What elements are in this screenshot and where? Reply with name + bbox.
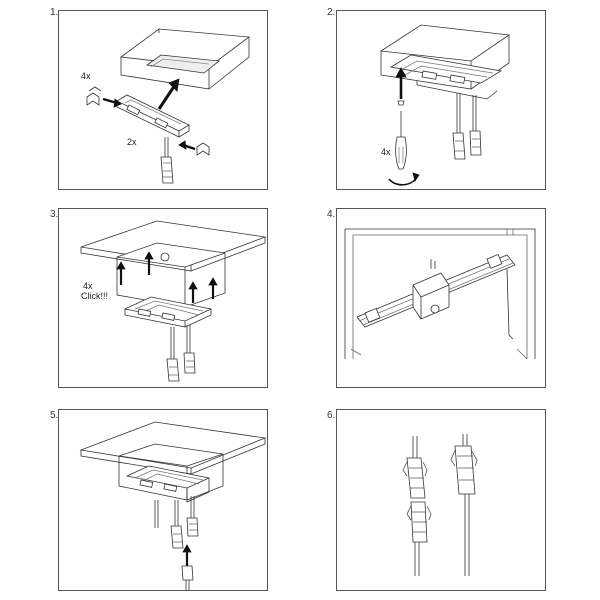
step-1-number: 1. xyxy=(50,7,59,18)
connector xyxy=(183,352,196,374)
connector xyxy=(186,517,199,537)
insert-arrow xyxy=(157,84,177,110)
connector-right xyxy=(454,445,476,495)
step-6-number: 6. xyxy=(327,410,336,421)
step-5-number: 5. xyxy=(50,410,59,421)
connector xyxy=(181,565,194,581)
housing-box xyxy=(379,24,511,62)
step-3-count-label: 4x xyxy=(83,281,93,291)
clip-left xyxy=(86,92,100,106)
step-3-illustration xyxy=(80,220,267,382)
step-5-illustration xyxy=(79,421,267,590)
step-5-panel xyxy=(58,409,268,591)
connector xyxy=(166,358,180,382)
connector xyxy=(160,156,174,184)
step-1-clips-label: 4x xyxy=(81,71,91,81)
step-4-illustration xyxy=(344,228,536,360)
screw xyxy=(397,100,405,106)
step-6-illustration xyxy=(402,434,478,576)
step-1-connectors-label: 2x xyxy=(127,137,137,147)
step-2-panel: 4x xyxy=(336,10,546,190)
hanging-wire xyxy=(506,268,514,340)
cable-left xyxy=(412,436,418,458)
connector xyxy=(469,130,482,156)
mounting-rail xyxy=(116,94,190,132)
step-3-number: 3. xyxy=(50,209,59,220)
step-3-click-label: Click!!! xyxy=(81,291,108,301)
step-4-panel xyxy=(336,208,546,388)
junction-box xyxy=(412,272,450,320)
connector xyxy=(170,525,184,549)
clip-right xyxy=(196,142,210,156)
step-1-illustration xyxy=(86,28,251,184)
step-2-screws-label: 4x xyxy=(381,147,391,157)
cable-right xyxy=(462,434,468,446)
step-4-number: 4. xyxy=(327,209,336,220)
rotation-arrow xyxy=(388,176,418,186)
step-2-illustration xyxy=(379,24,511,186)
step-3-panel: 4x Click!!! xyxy=(58,208,268,388)
step-6-panel xyxy=(336,409,546,591)
step-1-panel: 4x 2x xyxy=(58,10,268,190)
housing-frame xyxy=(345,228,536,359)
connector xyxy=(452,132,466,160)
step-2-number: 2. xyxy=(327,7,336,18)
